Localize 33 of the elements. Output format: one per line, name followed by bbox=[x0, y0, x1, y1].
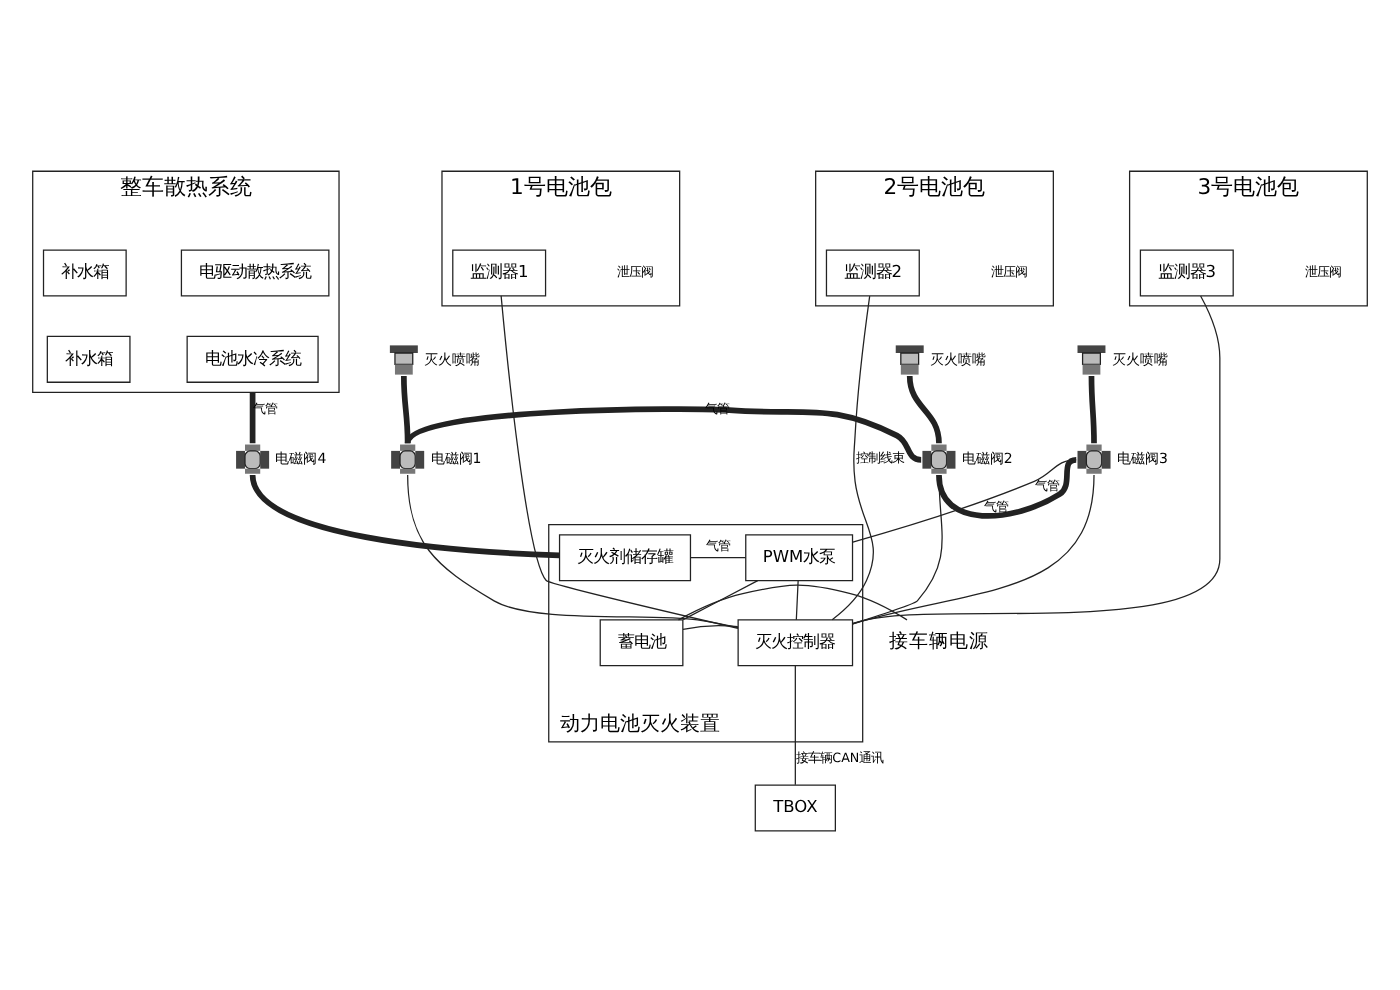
connector bbox=[852, 473, 1095, 624]
connector bbox=[249, 473, 560, 558]
connector bbox=[831, 294, 874, 620]
node-box: PWM水泵 bbox=[745, 533, 854, 581]
node-box: 补水箱 bbox=[42, 248, 127, 296]
node-box: TBOX bbox=[754, 783, 836, 831]
connector bbox=[852, 473, 943, 624]
node-box: 监测器2 bbox=[825, 248, 920, 296]
node-box: 监测器1 bbox=[452, 248, 547, 296]
connector bbox=[682, 579, 759, 620]
connector bbox=[1088, 374, 1097, 443]
node-box: 电池水冷系统 bbox=[186, 334, 319, 382]
node-box: 补水箱 bbox=[46, 334, 131, 382]
connector bbox=[690, 556, 747, 558]
node-box: 电驱动散热系统 bbox=[180, 248, 330, 296]
connector bbox=[794, 664, 796, 785]
connector bbox=[795, 579, 799, 620]
connector bbox=[852, 458, 1077, 542]
connector bbox=[405, 405, 922, 462]
connector bbox=[677, 583, 908, 620]
node-text: 接车辆电源 bbox=[888, 630, 989, 653]
connector bbox=[401, 374, 411, 443]
connector bbox=[249, 391, 256, 443]
connector bbox=[906, 374, 942, 443]
connector bbox=[407, 473, 739, 628]
connector bbox=[500, 294, 739, 628]
connector bbox=[682, 624, 739, 629]
node-box: 灭火剂储存罐 bbox=[558, 533, 692, 581]
node-box: 蓄电池 bbox=[599, 618, 684, 666]
connector bbox=[852, 294, 1221, 624]
node-box: 监测器3 bbox=[1139, 248, 1234, 296]
connector bbox=[936, 455, 1077, 518]
node-box: 灭火控制器 bbox=[737, 618, 854, 666]
